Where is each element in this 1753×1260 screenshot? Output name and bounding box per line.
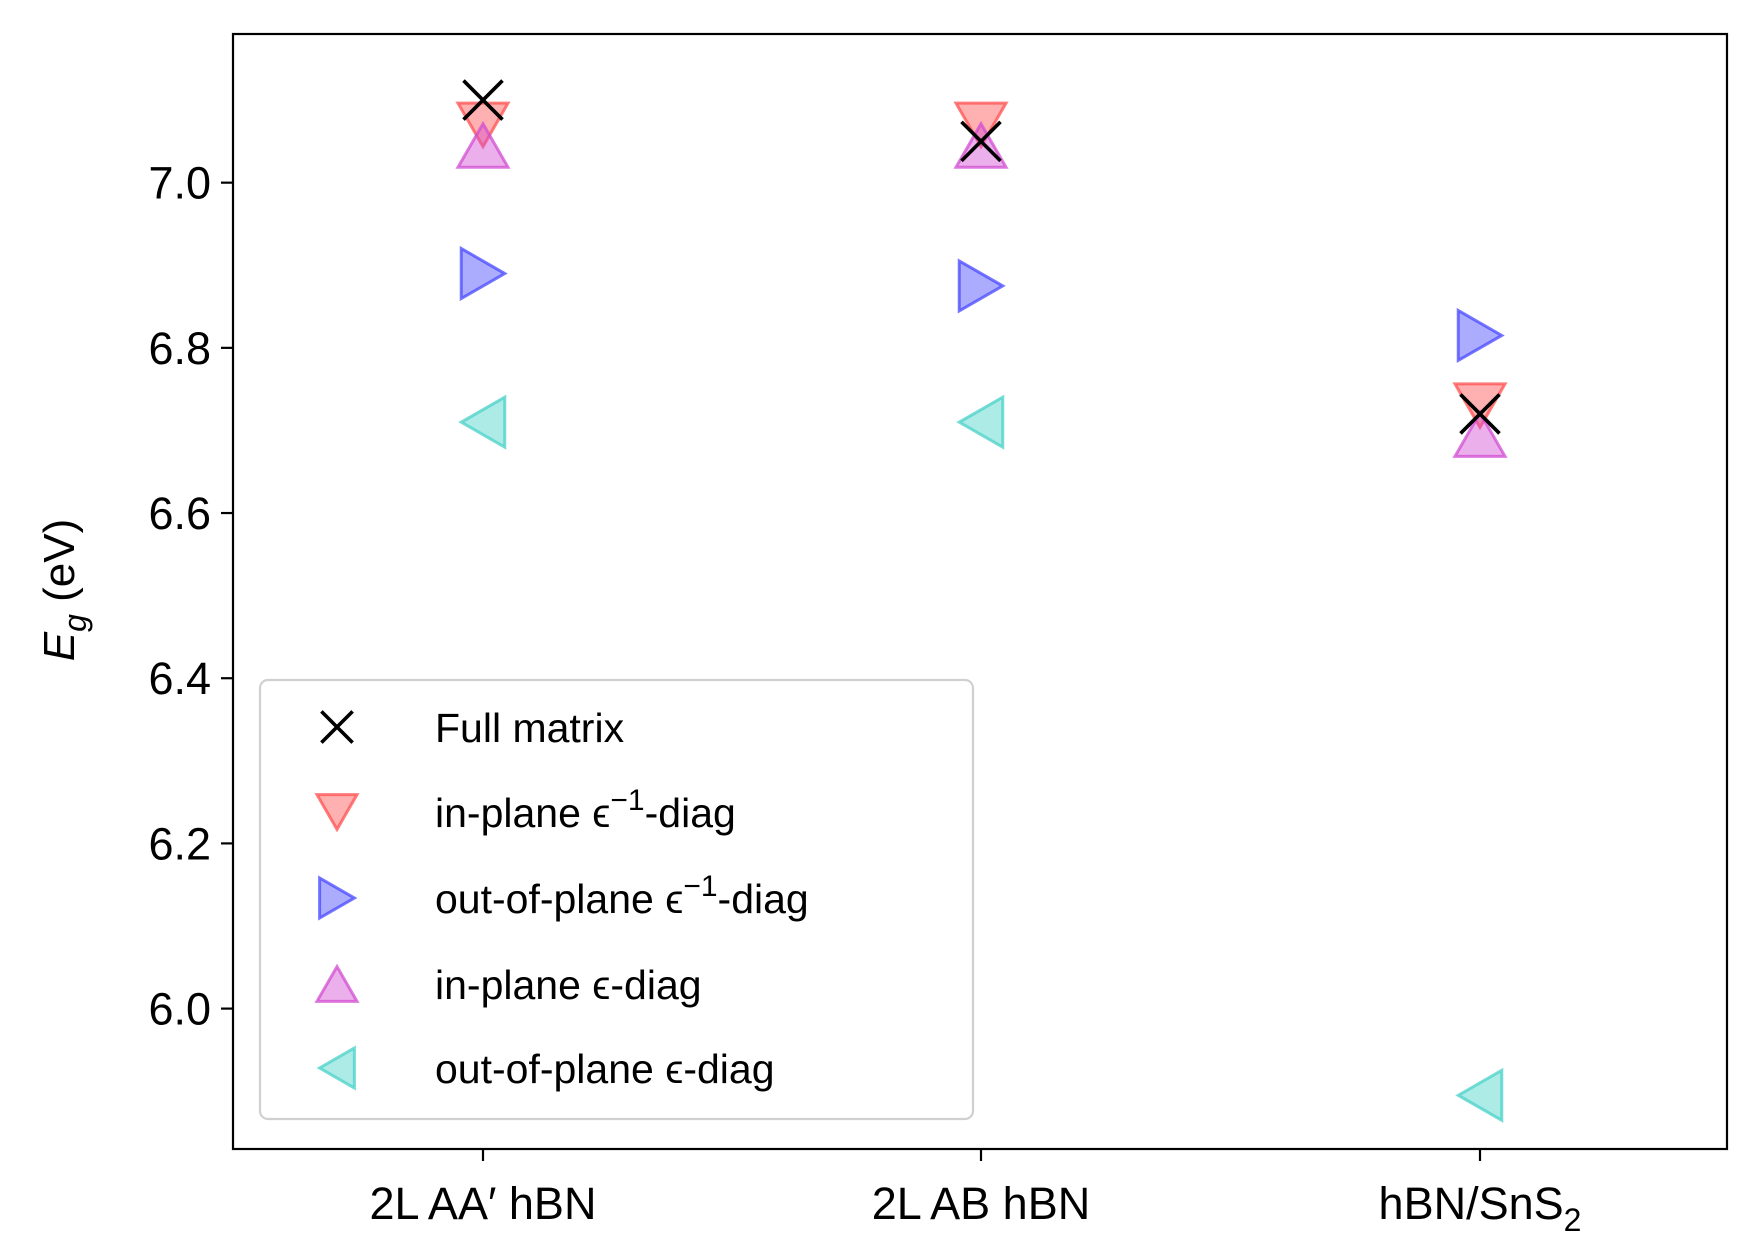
data-point-triangle-right [459, 245, 508, 302]
legend-label-suffix: -diag [645, 790, 736, 836]
data-point-triangle-right [1456, 307, 1505, 364]
x-tick-label-prime: ′ [488, 1178, 496, 1229]
x-tick-label-subscript: 2 [1564, 1202, 1582, 1238]
y-axis-label: Eg (eV) [35, 519, 93, 662]
legend-label-text: in-plane ϵ-diag [435, 962, 702, 1008]
legend-marker-triangle-left [316, 1045, 356, 1091]
data-point-x [960, 120, 1002, 163]
y-tick-label: 6.2 [148, 818, 211, 869]
data-point-triangle-down [1452, 382, 1508, 431]
x-tick-label-main: 2L AB hBN [872, 1178, 1090, 1229]
data-point-x [462, 79, 504, 121]
y-tick-label: 6.0 [148, 984, 211, 1035]
data-point-triangle-left [458, 394, 507, 450]
legend-label-superscript: −1 [683, 870, 717, 903]
x-tick-label: hBN/SnS2 [1379, 1178, 1582, 1238]
legend-marker-x [320, 710, 354, 744]
x-tick-label: 2L AA′ hBN [370, 1178, 597, 1229]
legend-box [258, 678, 975, 1121]
y-tick-label: 6.6 [148, 488, 211, 539]
y-tick-label: 6.4 [148, 653, 211, 704]
y-axis-label-symbol: E [35, 631, 84, 661]
data-point-triangle-right [957, 258, 1006, 314]
axes-layer: 6.0 6.2 6.4 6.6 6.8 7.0 2L AA′ hBN 2L AB hBN hBN… [35, 32, 1729, 1238]
legend-label-text: out-of-plane ϵ [435, 876, 683, 922]
legend-marker-triangle-right [318, 875, 358, 921]
legend-entry-label: out-of-plane ϵ−1-diag [435, 870, 809, 922]
y-tick-label: 7.0 [148, 158, 211, 209]
data-point-triangle-up [1452, 409, 1508, 458]
legend-entry-label: out-of-plane ϵ-diag [435, 1046, 775, 1092]
x-tick-label-main: 2L AA [370, 1178, 488, 1229]
legend-entry-label: in-plane ϵ-diag [435, 962, 702, 1008]
marks-layer [455, 79, 1508, 1123]
legend-label-text: in-plane ϵ [435, 790, 610, 836]
legend-entry-label: in-plane ϵ−1-diag [435, 784, 736, 836]
legend-label-suffix: -diag [718, 876, 809, 922]
data-point-triangle-left [956, 394, 1005, 450]
legend-label-superscript: −1 [610, 784, 644, 817]
legend-label-text: Full matrix [435, 705, 625, 751]
legend-marker-triangle-down [314, 793, 360, 833]
y-tick-label: 6.8 [148, 323, 211, 374]
x-tick-label: 2L AB hBN [872, 1178, 1090, 1229]
x-tick-label-main: hBN/SnS [1379, 1178, 1564, 1229]
data-point-triangle-left [1455, 1067, 1504, 1123]
x-tick-label-rest: hBN [496, 1178, 596, 1229]
y-axis-label-unit: (eV) [35, 519, 84, 614]
data-point-triangle-up [455, 120, 511, 169]
legend-entry-label: Full matrix [435, 705, 625, 751]
legend-label-text: out-of-plane ϵ-diag [435, 1046, 775, 1092]
data-point-x [1459, 393, 1501, 435]
legend-marker-triangle-up [314, 963, 360, 1003]
y-axis-label-subscript: g [57, 614, 93, 632]
